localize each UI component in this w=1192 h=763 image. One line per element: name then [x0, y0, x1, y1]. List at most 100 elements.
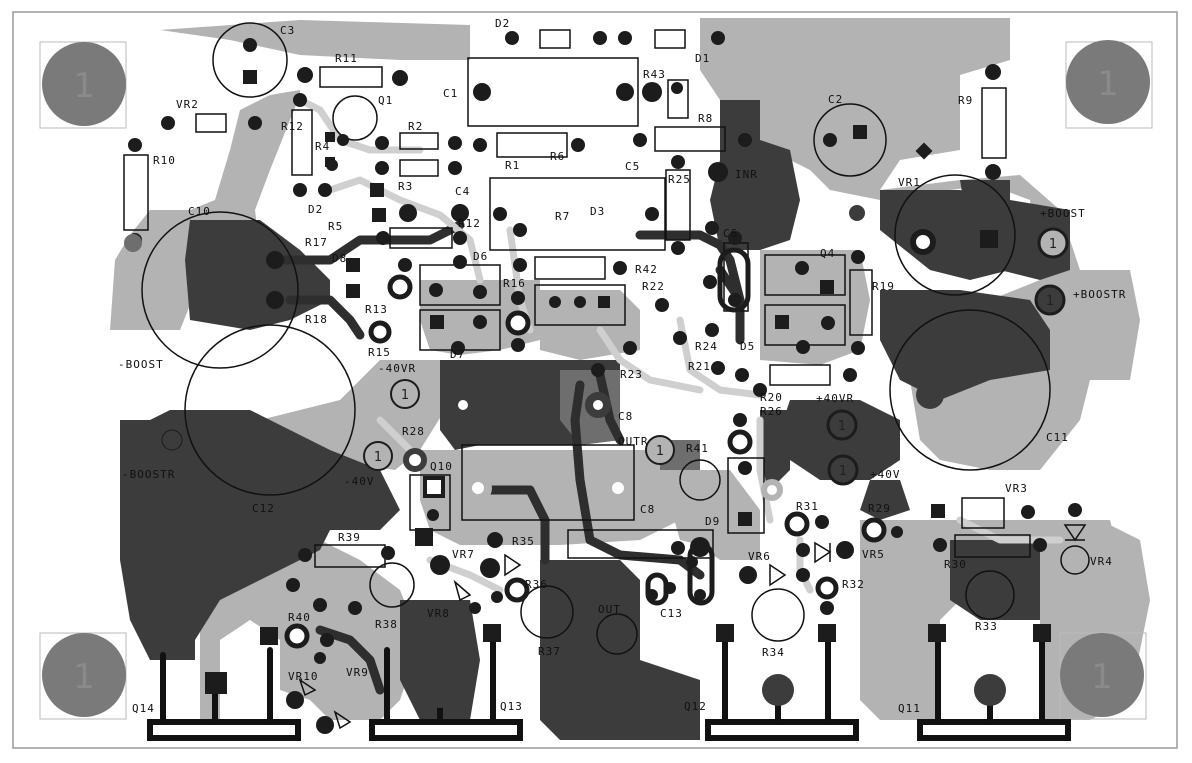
test-point-outr — [645, 435, 675, 465]
label-r40: R40 — [288, 611, 311, 624]
label-q13: Q13 — [500, 700, 523, 713]
resistor-r42-body — [534, 256, 606, 280]
resistor-r8-body — [654, 126, 726, 152]
label-vr2: VR2 — [176, 98, 199, 111]
label-vr1: VR1 — [898, 176, 921, 189]
board-outline — [12, 11, 1178, 749]
pads — [124, 31, 1082, 734]
svg-text:1: 1 — [401, 388, 409, 403]
label-r34: R34 — [762, 646, 785, 659]
resistor-r25-body — [665, 169, 691, 241]
label-r7: R7 — [555, 210, 570, 223]
diode-symbols — [298, 524, 1087, 730]
label-boost-pos-r: +BOOSTR — [1073, 288, 1126, 301]
test-point-v40-neg-r — [390, 379, 420, 409]
label-r2: R2 — [408, 120, 423, 133]
label-r8: R8 — [698, 112, 713, 125]
label-r37: R37 — [538, 645, 561, 658]
svg-text:1: 1 — [656, 444, 664, 459]
mounting-hole-frame-bl — [39, 632, 127, 720]
label-r23: R23 — [620, 368, 643, 381]
power-transistor-outlines — [147, 719, 1071, 741]
label-r3: R3 — [398, 180, 413, 193]
label-vr5: VR5 — [862, 548, 885, 561]
mounting-hole-tl-label: 1 — [73, 66, 95, 106]
connector-out-ring — [596, 613, 638, 655]
transistor-q11-silk — [917, 719, 1071, 741]
capacitor-c9-outline — [894, 174, 1016, 296]
label-q14: Q14 — [132, 702, 155, 715]
label-vr7: VR7 — [452, 548, 475, 561]
label-r43: R43 — [643, 68, 666, 81]
label-c12: C12 — [252, 502, 275, 515]
transistor-q1-outline — [332, 95, 378, 141]
svg-text:1: 1 — [1046, 294, 1054, 309]
label-r42: R42 — [635, 263, 658, 276]
test-point-v40-pos — [827, 454, 859, 486]
resistor-r3-body — [399, 159, 439, 177]
label-q12: Q12 — [684, 700, 707, 713]
label-c1: C1 — [443, 87, 458, 100]
label-inr: INR — [735, 168, 758, 181]
label-d1: D1 — [695, 52, 710, 65]
mounting-hole-frame-br — [1059, 632, 1147, 720]
label-r29: R29 — [868, 502, 891, 515]
label-r31: R31 — [796, 500, 819, 513]
label-v40-neg: -40V — [344, 475, 375, 488]
resistor-r2-body — [399, 132, 439, 150]
label-vr3: VR3 — [1005, 482, 1028, 495]
label-r13: R13 — [365, 303, 388, 316]
label-boost-neg-r: -BOOSTR — [122, 468, 175, 481]
transistor-r33-outline — [965, 570, 1015, 620]
label-vr4: VR4 — [1090, 555, 1113, 568]
label-d7: D7 — [450, 348, 465, 361]
resistor-r20-body — [769, 364, 831, 386]
label-c3: C3 — [280, 24, 295, 37]
label-d6: D6 — [473, 250, 488, 263]
label-q11: Q11 — [898, 702, 921, 715]
label-r15: R15 — [368, 346, 391, 359]
label-c8: C8 — [640, 503, 655, 516]
label-r25: R25 — [668, 173, 691, 186]
label-vr9: VR9 — [346, 666, 369, 679]
mounting-hole-br-label: 1 — [1091, 657, 1113, 697]
transistor-r38-outline — [369, 562, 415, 608]
resistor-r22-body — [534, 284, 626, 326]
transistor-q12-silk — [705, 719, 859, 741]
label-r24: R24 — [695, 340, 718, 353]
label-r16: R16 — [503, 277, 526, 290]
mounting-holes: 1 1 1 1 — [39, 40, 1153, 720]
label-r19: R19 — [872, 280, 895, 293]
designator-labels: C3 D2 D1 R11 VR2 C1 R43 Q1 C2 R9 R2 R8 R… — [118, 17, 1126, 715]
capacitor-c1-body — [467, 57, 639, 127]
label-r5: R5 — [328, 220, 343, 233]
label-r14: R12 — [458, 217, 481, 230]
label-q1: Q1 — [378, 94, 393, 107]
transistor-r34-outline — [751, 588, 805, 642]
mounting-hole-bl-label: 1 — [73, 657, 95, 697]
transistor-q13-silk — [369, 719, 523, 741]
diode-d2-body — [539, 29, 571, 49]
label-r11: R11 — [335, 52, 358, 65]
resistor-r43-body — [667, 79, 689, 119]
label-d5: D5 — [740, 340, 755, 353]
test-point-boost-pos-r — [1034, 284, 1066, 316]
label-q10: Q10 — [430, 460, 453, 473]
diode-vr3-body — [961, 497, 1005, 529]
label-v40-pos-r: +40VR — [816, 392, 854, 405]
transistor-q14-silk — [147, 719, 301, 741]
label-r22: R22 — [642, 280, 665, 293]
jumper-links — [645, 247, 751, 606]
transistor-q4-outline — [764, 254, 846, 296]
mounting-hole-bl — [42, 633, 126, 717]
label-vr6: VR6 — [748, 550, 771, 563]
label-r10: R10 — [153, 154, 176, 167]
label-v40-neg-r: -40VR — [378, 362, 416, 375]
label-r6: R6 — [550, 150, 565, 163]
transistor-r41-outline — [679, 459, 721, 501]
label-r17: R17 — [305, 236, 328, 249]
mounting-hole-br — [1060, 633, 1144, 717]
label-d2: D2 — [495, 17, 510, 30]
label-c6: C6 — [723, 227, 738, 240]
